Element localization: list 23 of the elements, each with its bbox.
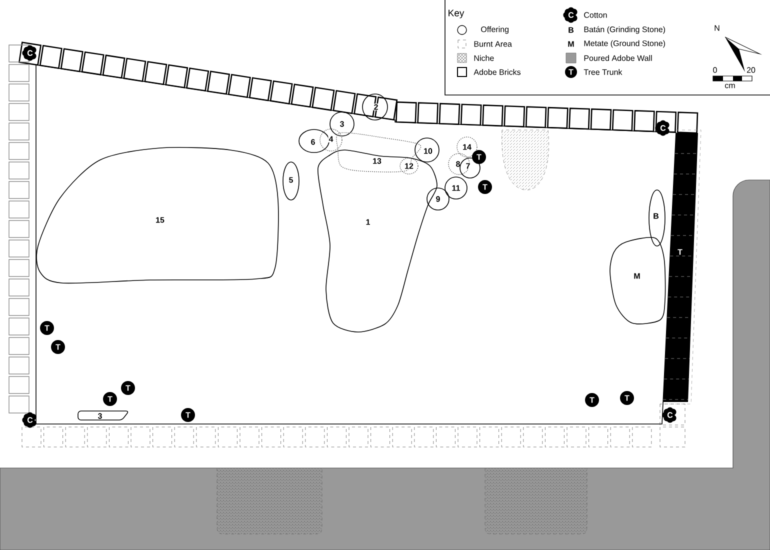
legend-text: Adobe Bricks (474, 69, 521, 75)
grinding-stone-outline: B (648, 190, 666, 246)
legend-text: Tree Trunk (584, 69, 622, 75)
wall-strip: T (660, 130, 702, 404)
key-heading: Key (448, 10, 464, 18)
north-label: N (714, 25, 720, 31)
legend-text: Batán (Grinding Stone) (584, 26, 666, 34)
legend-text: Poured Adobe Wall (584, 55, 652, 61)
legend-text: Cotton (584, 12, 607, 18)
feature-outline: 15 (36, 147, 279, 284)
legend-text: Metate (Ground Stone) (584, 40, 666, 48)
legend-text: Niche (474, 55, 494, 61)
symbol-letter: B (568, 27, 574, 33)
scale-unit: cm (725, 84, 735, 88)
scale-label: 0 (713, 67, 717, 73)
legend-text: Offering (481, 26, 508, 34)
symbol-letter: T (568, 69, 574, 75)
offering-outline: 3 (78, 410, 128, 420)
scale-label: 20 (746, 67, 756, 73)
legend-text: Burnt Area (474, 41, 512, 47)
symbol-letter: C (568, 12, 574, 18)
symbol-letter: M (568, 41, 574, 47)
ground-stone-outline: M (610, 237, 666, 324)
